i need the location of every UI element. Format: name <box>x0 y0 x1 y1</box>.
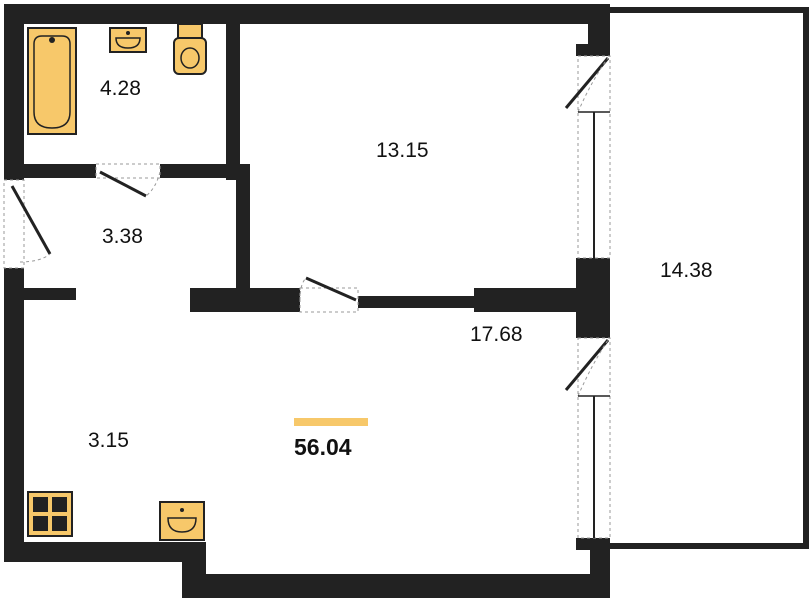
kitchen-area-label: 3.15 <box>88 429 129 452</box>
balcony-outline <box>610 7 809 549</box>
door-swings <box>10 57 610 397</box>
bathtub-icon <box>27 27 77 135</box>
bathroom-area-label: 4.28 <box>100 77 141 100</box>
living-room-area-label: 17.68 <box>470 323 523 346</box>
kitchen-sink-icon <box>159 501 205 541</box>
toilet-icon <box>173 23 207 75</box>
total-area-label: 56.04 <box>294 434 352 460</box>
bedroom-area-label: 13.15 <box>376 139 429 162</box>
stove-icon <box>27 491 73 537</box>
balcony-area-label: 14.38 <box>660 259 713 282</box>
hallway-area-label: 3.38 <box>102 225 143 248</box>
sink-icon <box>109 27 147 53</box>
total-area-accent-bar <box>294 418 368 426</box>
walls <box>4 4 610 598</box>
